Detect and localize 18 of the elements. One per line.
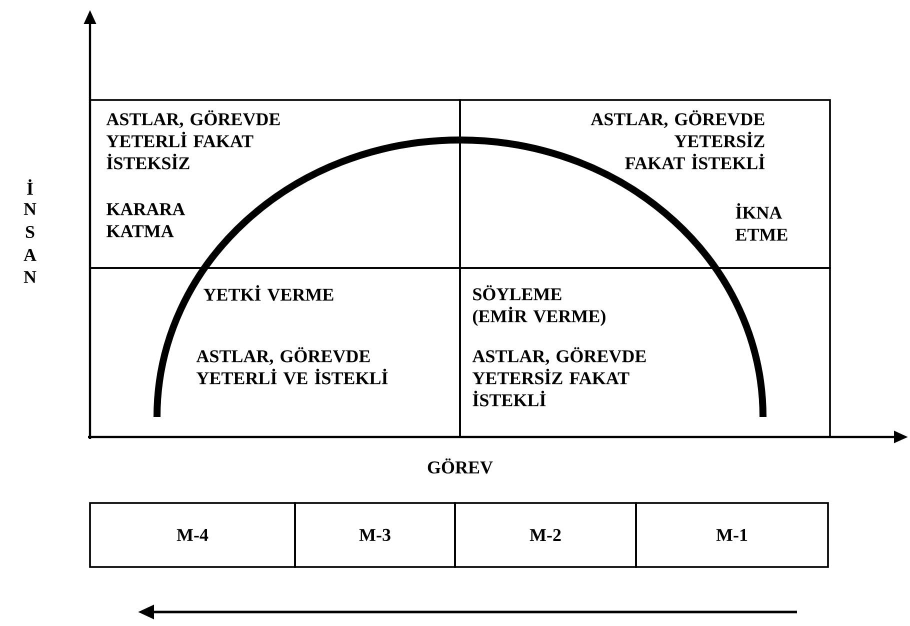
quadrant-text: SÖYLEME (EMİR VERME) — [473, 285, 606, 326]
axis-letter: İ — [27, 179, 33, 195]
mode-cell: M-3 — [294, 502, 456, 568]
axis-label: GÖREV — [428, 458, 493, 474]
quadrant-text: İKNA ETME — [736, 203, 788, 241]
axis-letter: N — [24, 203, 36, 215]
quadrant-text: ASTLAR, GÖREVDE YETERSİZ FAKAT İSTEKLİ — [472, 347, 646, 406]
mode-cell: M-4 — [89, 502, 296, 568]
axis-letter: A — [24, 249, 36, 261]
quadrant-text: ASTLAR, GÖREVDE YETERLİ VE İSTEKLİ — [196, 347, 388, 384]
axis-letter: S — [26, 226, 34, 238]
quadrant-text: ASTLAR, GÖREVDE YETERSİZ FAKAT İSTEKLİ — [590, 110, 765, 170]
quadrant-text: ASTLAR, GÖREVDE YETERLİ FAKAT İSTEKSİZ — [106, 110, 280, 170]
mode-cell: M-1 — [635, 502, 829, 568]
mode-cell: M-2 — [454, 502, 637, 568]
quadrant-text: YETKİ VERME — [204, 285, 334, 301]
axis-letter: N — [24, 271, 36, 283]
quadrant-text: KARARA KATMA — [106, 203, 186, 238]
